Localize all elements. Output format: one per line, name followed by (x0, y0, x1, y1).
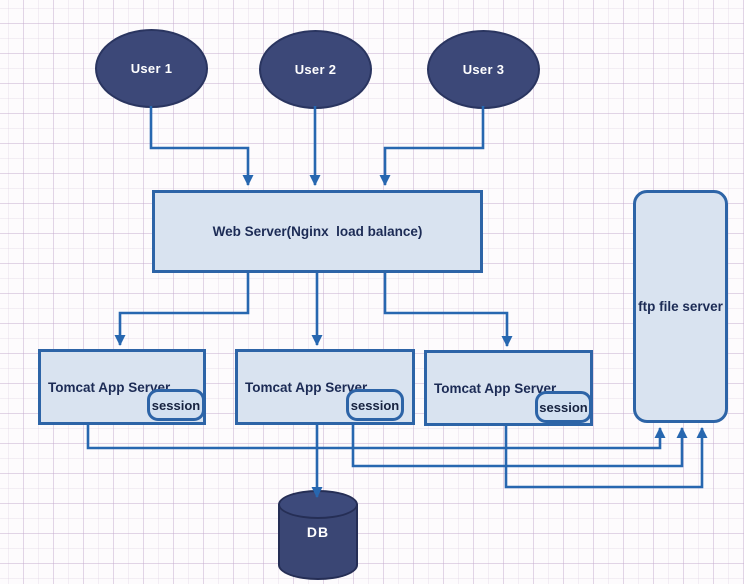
connector-tomcat2-ftp (351, 424, 688, 468)
node-user-2-label: User 2 (294, 62, 337, 77)
connector-webserver-tomcat1 (114, 273, 250, 346)
node-tomcat-2-label: Tomcat App Server (245, 379, 368, 395)
node-user-3-label: User 3 (462, 62, 505, 77)
session-badge-3: session (535, 391, 592, 423)
node-tomcat-1: Tomcat App Server (38, 349, 206, 425)
connector-webserver-tomcat3 (383, 273, 513, 347)
node-user-1: User 1 (95, 29, 208, 108)
session-badge-2-label: session (350, 397, 400, 413)
node-user-2: User 2 (259, 30, 372, 109)
db-cylinder-body (278, 504, 358, 580)
connector-user1-webserver (149, 106, 254, 186)
connector-tomcat3-ftp (504, 425, 708, 489)
node-db: DB (278, 490, 358, 580)
db-cylinder-top (278, 490, 358, 519)
session-badge-2: session (346, 389, 404, 421)
node-tomcat-3-label: Tomcat App Server (434, 380, 557, 396)
session-badge-1: session (147, 389, 205, 421)
connector-user3-webserver (379, 106, 485, 186)
node-user-3: User 3 (427, 30, 540, 109)
node-ftp-server-label: ftp file server (638, 299, 723, 314)
node-user-1-label: User 1 (130, 61, 173, 76)
session-badge-3-label: session (539, 399, 588, 415)
node-web-server-label: Web Server(Nginx load balance) (212, 224, 423, 239)
node-web-server: Web Server(Nginx load balance) (152, 190, 483, 273)
node-tomcat-1-label: Tomcat App Server (48, 379, 171, 395)
node-db-label: DB (306, 524, 330, 540)
node-ftp-server: ftp file server (633, 190, 728, 423)
session-badge-1-label: session (151, 397, 201, 413)
connector-tomcat1-ftp (86, 424, 666, 450)
